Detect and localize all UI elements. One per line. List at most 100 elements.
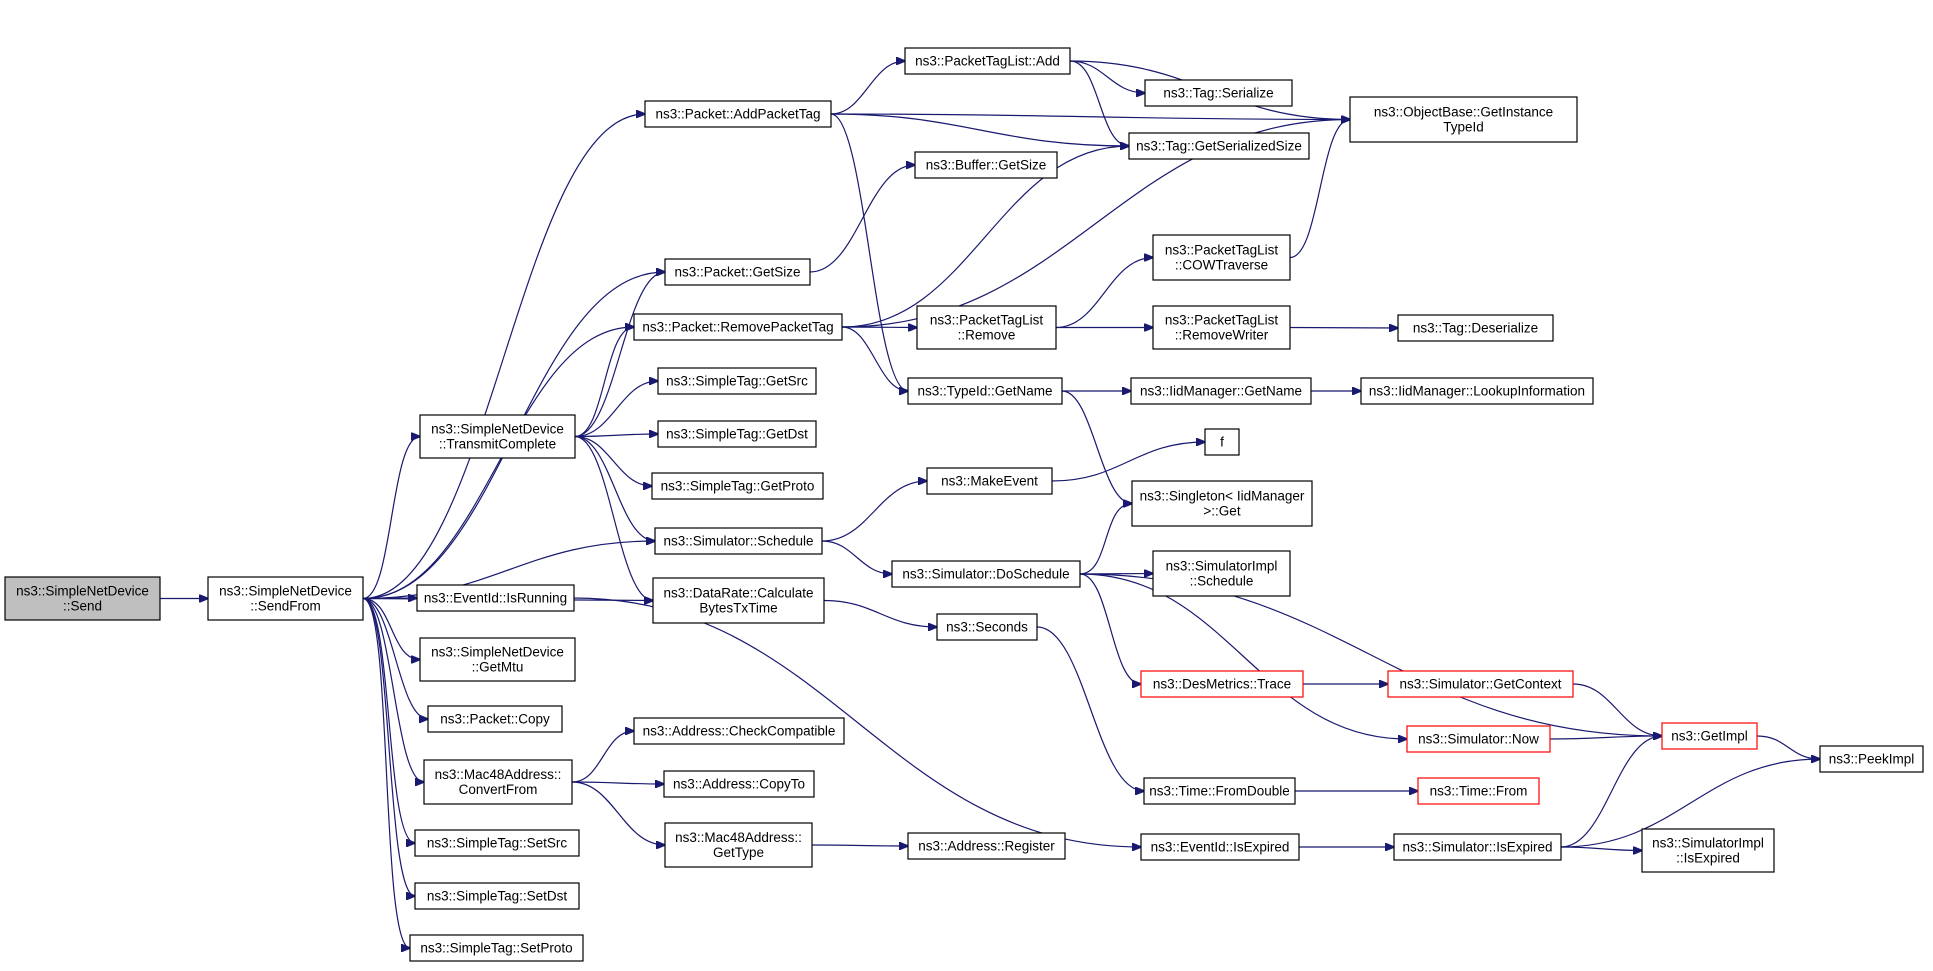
- node-box: [664, 822, 813, 868]
- node-ptlremove[interactable]: ns3::PacketTagList::Remove: [916, 305, 1057, 350]
- node-getimpl[interactable]: ns3::GetImpl: [1661, 722, 1758, 750]
- node-peekimpl[interactable]: ns3::PeekImpl: [1819, 745, 1924, 773]
- edge-transmitcomplete-to-getsrc: [574, 381, 658, 438]
- node-getsrc[interactable]: ns3::SimpleTag::GetSrc: [657, 367, 817, 395]
- node-box: [664, 258, 811, 286]
- edge-typeidgetname-to-singletonget: [1061, 390, 1132, 504]
- edge-doschedule-to-simnow: [1079, 573, 1407, 739]
- node-typeidgetname[interactable]: ns3::TypeId::GetName: [907, 377, 1063, 405]
- node-box: [654, 527, 823, 555]
- node-mac48gettype[interactable]: ns3::Mac48Address::GetType: [664, 822, 813, 868]
- node-label: ns3::SimpleTag::SetDst: [427, 889, 568, 904]
- node-box: [936, 613, 1038, 641]
- node-label: ns3::Tag::Deserialize: [1413, 321, 1538, 336]
- edge-line: [1069, 60, 1145, 93]
- node-tagdeserialize[interactable]: ns3::Tag::Deserialize: [1397, 314, 1554, 342]
- node-label: ns3::SimpleTag::GetSrc: [666, 374, 808, 389]
- node-tagserialize[interactable]: ns3::Tag::Serialize: [1144, 79, 1293, 107]
- node-box: [1387, 670, 1574, 698]
- node-getcontext[interactable]: ns3::Simulator::GetContext: [1387, 670, 1574, 698]
- node-eventisexpired[interactable]: ns3::EventId::IsExpired: [1140, 833, 1300, 861]
- node-lookupinfo[interactable]: ns3::IidManager::LookupInformation: [1360, 377, 1594, 405]
- node-box: [414, 882, 580, 910]
- edge-line: [1079, 573, 1407, 739]
- edge-line: [1051, 442, 1205, 482]
- node-sendfrom[interactable]: ns3::SimpleNetDevice::SendFrom: [207, 576, 364, 621]
- node-checkcompat[interactable]: ns3::Address::CheckCompatible: [633, 717, 845, 745]
- node-label: ::Send: [63, 599, 102, 614]
- node-f[interactable]: f: [1204, 428, 1240, 456]
- edge-doschedule-to-singletonget: [1079, 504, 1132, 575]
- edge-cowtraverse-to-objgetinstance: [1289, 120, 1350, 259]
- edge-ptlremove-to-cowtraverse: [1055, 258, 1153, 329]
- node-timefrom[interactable]: ns3::Time::From: [1417, 777, 1540, 805]
- node-label: ns3::DataRate::Calculate: [663, 586, 813, 601]
- node-getsize[interactable]: ns3::Packet::GetSize: [664, 258, 811, 286]
- node-box: [1819, 745, 1924, 773]
- node-label: ns3::Simulator::IsExpired: [1402, 840, 1552, 855]
- node-seconds[interactable]: ns3::Seconds: [936, 613, 1038, 641]
- node-iidgetname[interactable]: ns3::IidManager::GetName: [1130, 377, 1312, 405]
- node-removepackettag[interactable]: ns3::Packet::RemovePacketTag: [633, 313, 843, 341]
- node-schedule[interactable]: ns3::Simulator::Schedule: [654, 527, 823, 555]
- node-simimplisexpired[interactable]: ns3::SimulatorImpl::IsExpired: [1641, 828, 1775, 873]
- node-label: ns3::Buffer::GetSize: [926, 158, 1047, 173]
- edge-line: [1289, 120, 1350, 259]
- node-simisexpired[interactable]: ns3::Simulator::IsExpired: [1393, 833, 1562, 861]
- node-removewriter[interactable]: ns3::PacketTagList::RemoveWriter: [1152, 305, 1291, 350]
- node-ptladd[interactable]: ns3::PacketTagList::Add: [904, 47, 1071, 75]
- node-box: [1128, 132, 1310, 160]
- node-timefromdouble[interactable]: ns3::Time::FromDouble: [1143, 777, 1296, 805]
- node-box: [914, 151, 1058, 179]
- node-label: BytesTxTime: [699, 601, 777, 616]
- edge-line: [574, 327, 634, 438]
- node-copy[interactable]: ns3::Packet::Copy: [427, 705, 563, 733]
- node-makeevent[interactable]: ns3::MakeEvent: [926, 467, 1053, 495]
- node-simimplschedule[interactable]: ns3::SimulatorImpl::Schedule: [1152, 550, 1291, 597]
- node-label: ns3::Packet::AddPacketTag: [655, 107, 820, 122]
- edge-addpackettag-to-typeidgetname: [830, 113, 908, 391]
- node-getmtu[interactable]: ns3::SimpleNetDevice::GetMtu: [419, 637, 576, 682]
- edge-addpackettag-to-taggetsersize: [830, 113, 1129, 146]
- node-taggetsersize[interactable]: ns3::Tag::GetSerializedSize: [1128, 132, 1310, 160]
- edge-transmitcomplete-to-getproto: [574, 435, 652, 487]
- node-label: ::Schedule: [1190, 574, 1254, 589]
- node-doschedule[interactable]: ns3::Simulator::DoSchedule: [891, 560, 1081, 588]
- node-isrunning[interactable]: ns3::EventId::IsRunning: [416, 584, 575, 612]
- edge-line: [811, 845, 908, 846]
- node-convertfrom[interactable]: ns3::Mac48Address::ConvertFrom: [423, 759, 573, 805]
- node-singletonget[interactable]: ns3::Singleton< IidManager>::Get: [1131, 480, 1313, 527]
- node-setsrc[interactable]: ns3::SimpleTag::SetSrc: [414, 829, 580, 857]
- edge-line: [841, 326, 908, 391]
- edge-schedule-to-doschedule: [821, 540, 892, 574]
- node-label: ns3::DesMetrics::Trace: [1153, 677, 1291, 692]
- node-addpackettag[interactable]: ns3::Packet::AddPacketTag: [644, 100, 832, 128]
- node-register[interactable]: ns3::Address::Register: [907, 832, 1066, 860]
- node-buffergetsize[interactable]: ns3::Buffer::GetSize: [914, 151, 1058, 179]
- node-setproto[interactable]: ns3::SimpleTag::SetProto: [409, 934, 584, 962]
- edge-line: [830, 113, 908, 391]
- node-transmitcomplete[interactable]: ns3::SimpleNetDevice::TransmitComplete: [419, 414, 576, 459]
- node-label: ns3::Packet::GetSize: [674, 265, 800, 280]
- node-label: ::SendFrom: [250, 599, 321, 614]
- node-box: [657, 420, 817, 448]
- edge-line: [571, 781, 665, 845]
- edge-line: [830, 113, 1350, 120]
- node-send: ns3::SimpleNetDevice::Send: [4, 576, 161, 621]
- node-getdst[interactable]: ns3::SimpleTag::GetDst: [657, 420, 817, 448]
- node-setdst[interactable]: ns3::SimpleTag::SetDst: [414, 882, 580, 910]
- edge-doschedule-to-destrace: [1079, 573, 1141, 684]
- node-destrace[interactable]: ns3::DesMetrics::Trace: [1140, 670, 1304, 698]
- edge-line: [362, 597, 428, 720]
- node-box: [904, 47, 1071, 75]
- edge-line: [809, 165, 915, 273]
- node-copyto[interactable]: ns3::Address::CopyTo: [663, 770, 815, 798]
- node-label: ns3::Tag::Serialize: [1163, 86, 1273, 101]
- edge-removepackettag-to-taggetsersize: [841, 146, 1129, 328]
- node-simnow[interactable]: ns3::Simulator::Now: [1406, 725, 1551, 753]
- node-label: ns3::Singleton< IidManager: [1140, 489, 1305, 504]
- node-cowtraverse[interactable]: ns3::PacketTagList::COWTraverse: [1152, 234, 1291, 281]
- node-getproto[interactable]: ns3::SimpleTag::GetProto: [651, 472, 824, 500]
